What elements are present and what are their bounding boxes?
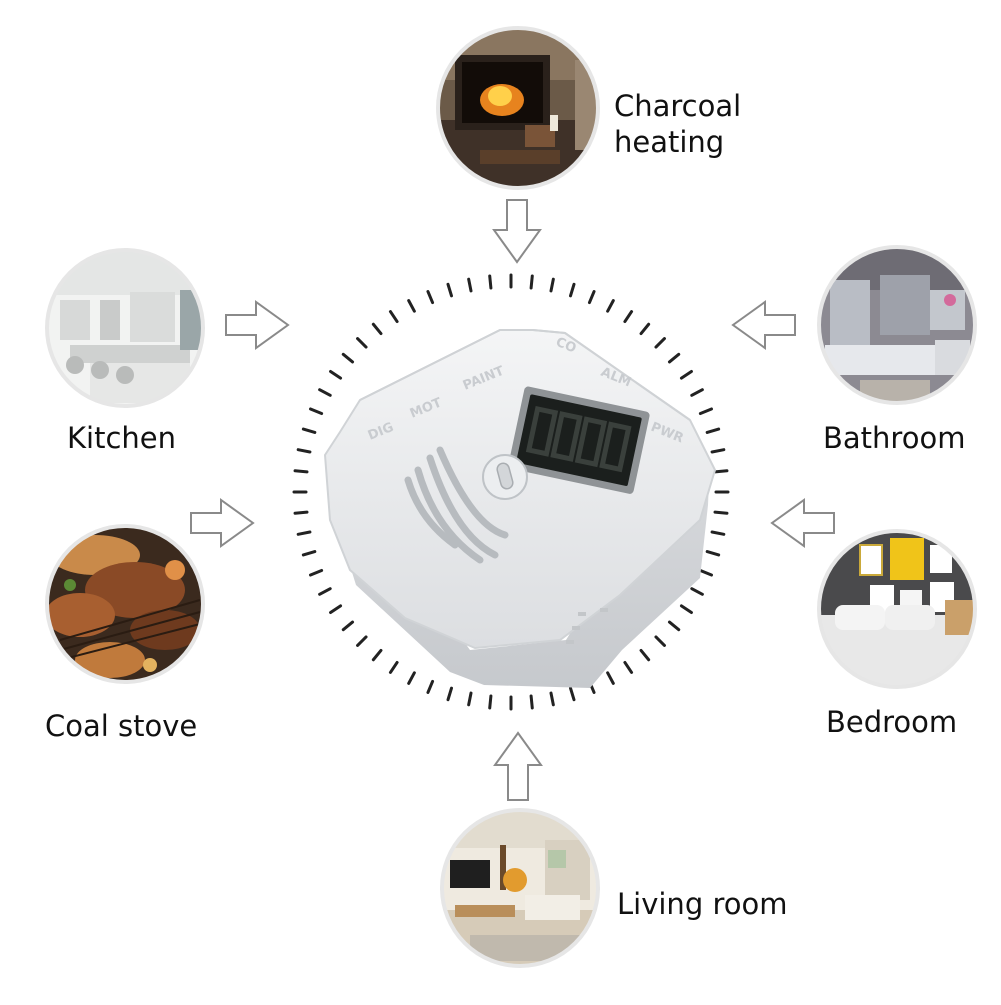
ring-tick xyxy=(713,469,729,474)
ring-tick xyxy=(698,568,713,577)
arrow-right-icon xyxy=(225,300,290,350)
label-bedroom: Bedroom xyxy=(826,705,958,739)
fireplace-photo xyxy=(436,26,600,190)
arrow-down-icon xyxy=(492,199,542,264)
label-kitchen: Kitchen xyxy=(67,421,176,455)
ring-tick xyxy=(296,448,312,454)
ring-tick xyxy=(341,352,355,364)
ring-tick xyxy=(356,337,368,349)
ring-tick xyxy=(606,299,615,313)
ring-tick xyxy=(698,407,713,416)
bathroom-photo xyxy=(817,245,977,405)
ring-tick xyxy=(356,635,368,647)
ring-tick xyxy=(371,648,383,662)
ring-tick xyxy=(606,671,615,685)
ring-tick xyxy=(407,299,416,313)
kitchen-photo xyxy=(45,248,205,408)
ring-tick xyxy=(371,322,383,336)
ring-tick xyxy=(679,604,693,615)
ring-tick xyxy=(529,274,534,290)
ring-tick xyxy=(690,388,704,397)
ring-tick xyxy=(639,648,651,662)
lcd-digits xyxy=(525,405,632,473)
ring-tick xyxy=(587,290,596,305)
ring-tick xyxy=(639,322,651,336)
ring-tick xyxy=(388,660,399,674)
arrow-left-icon xyxy=(770,498,835,548)
ring-tick xyxy=(318,388,332,397)
ring-tick xyxy=(341,620,355,632)
ring-tick xyxy=(667,620,681,632)
label-bathroom: Bathroom xyxy=(823,421,966,455)
ring-tick xyxy=(446,282,453,298)
ring-tick xyxy=(467,691,473,707)
ring-tick xyxy=(293,469,309,474)
device-label: CO xyxy=(554,335,579,357)
ring-tick xyxy=(329,369,343,380)
ring-tick xyxy=(329,604,343,615)
ring-tick xyxy=(654,337,666,349)
ring-tick xyxy=(705,550,721,557)
ring-tick xyxy=(407,671,416,685)
ring-tick xyxy=(426,290,435,305)
ring-tick xyxy=(654,635,666,647)
ring-tick xyxy=(713,510,729,515)
coal-stove-photo xyxy=(45,524,205,684)
living-room-photo xyxy=(440,808,600,968)
ring-tick xyxy=(488,694,493,710)
ring-tick xyxy=(301,550,317,557)
ring-tick xyxy=(301,427,317,434)
arrow-up-icon xyxy=(493,731,543,801)
bedroom-photo xyxy=(817,529,977,689)
label-living-room: Living room xyxy=(617,887,788,921)
dashed-ring xyxy=(292,273,730,711)
ring-tick xyxy=(710,448,726,454)
ring-tick xyxy=(549,277,555,293)
ring-tick xyxy=(446,686,453,702)
ring-tick xyxy=(296,530,312,536)
arrow-left-icon xyxy=(731,300,796,350)
ring-tick xyxy=(318,587,332,596)
ring-tick xyxy=(529,694,534,710)
ring-tick xyxy=(388,310,399,324)
ring-tick xyxy=(467,277,473,293)
ring-tick xyxy=(667,352,681,364)
ring-tick xyxy=(293,510,309,515)
ring-tick xyxy=(623,310,634,324)
arrow-right-icon xyxy=(190,498,255,548)
speaker-grille xyxy=(404,446,509,564)
test-button xyxy=(482,454,528,500)
ring-tick xyxy=(705,427,721,434)
ring-tick xyxy=(426,679,435,694)
ring-tick xyxy=(623,660,634,674)
ring-tick xyxy=(569,686,576,702)
ring-tick xyxy=(309,568,324,577)
ring-tick xyxy=(488,274,493,290)
label-coal-stove: Coal stove xyxy=(45,709,198,743)
label-charcoal-heating: Charcoal heating xyxy=(614,89,742,159)
ring-tick xyxy=(710,530,726,536)
ring-tick xyxy=(679,369,693,380)
ring-tick xyxy=(569,282,576,298)
ring-tick xyxy=(690,587,704,596)
ring-tick xyxy=(549,691,555,707)
co-detector: DIG MOT PAINT CO ALM PWR xyxy=(323,329,717,688)
ring-tick xyxy=(309,407,324,416)
